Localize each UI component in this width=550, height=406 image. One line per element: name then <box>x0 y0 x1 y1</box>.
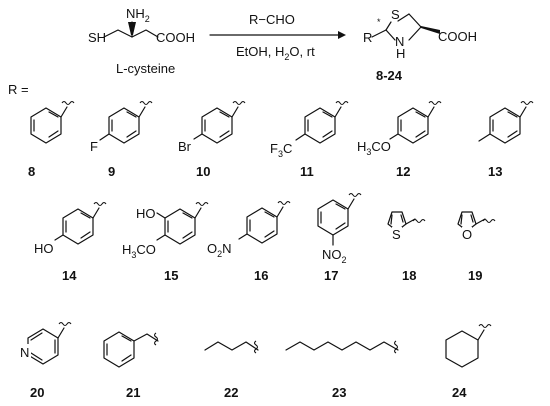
hydroxy-atom: HO <box>34 241 54 256</box>
compound-label: 18 <box>402 268 416 283</box>
l-cysteine-structure: SH NH2 COOH L-cysteine <box>88 6 195 76</box>
fluoro-atom: F <box>90 139 98 154</box>
ring-nitrogen-label: N <box>395 34 404 49</box>
pyridine-nitrogen: N <box>20 345 29 360</box>
compound-label: 17 <box>324 268 338 283</box>
substituent-15: HO H3CO 15 <box>122 201 209 283</box>
r-group-header: R = <box>8 82 29 97</box>
bromo-atom: Br <box>178 139 192 154</box>
substituent-14: HO 14 <box>34 201 107 283</box>
substituent-16: O2N 16 <box>207 200 291 283</box>
compound-label: 23 <box>332 385 346 400</box>
substituent-22: 22 <box>204 340 259 400</box>
compound-label: 24 <box>452 385 467 400</box>
compound-label: 11 <box>300 164 314 179</box>
compound-label: 9 <box>108 164 115 179</box>
substituent-21: 21 <box>103 331 159 400</box>
nitro-group: NO2 <box>322 247 347 265</box>
substituent-10: Br 10 <box>178 100 246 179</box>
compound-label: 13 <box>488 164 502 179</box>
compound-label: 8 <box>28 164 35 179</box>
trifluoromethyl-group: F3C <box>270 141 292 159</box>
substituent-13: 13 <box>478 100 534 179</box>
conditions-label: EtOH, H2O, rt <box>236 44 315 62</box>
methoxy-group: H3CO <box>357 139 391 157</box>
stereocenter-star: * <box>377 17 381 27</box>
reagent-label: R−CHO <box>249 12 295 27</box>
substituent-20: N 20 <box>19 321 72 400</box>
compound-label: 12 <box>396 164 410 179</box>
nitro-group: O2N <box>207 241 232 259</box>
compound-label: 10 <box>196 164 210 179</box>
substituent-12: H3CO 12 <box>357 100 442 179</box>
reaction-arrow: R−CHO EtOH, H2O, rt <box>209 12 346 62</box>
hydroxy-atom: HO <box>136 206 156 221</box>
thiophene-sulfur: S <box>392 227 401 242</box>
ring-nh-hydrogen: H <box>396 46 405 61</box>
reactant-name: L-cysteine <box>116 61 175 76</box>
substituent-11: F3C 11 <box>270 100 349 179</box>
compound-label: 15 <box>164 268 178 283</box>
compound-label: 14 <box>62 268 77 283</box>
compound-label: 21 <box>126 385 140 400</box>
substituent-9: F 9 <box>90 100 153 179</box>
methoxy-group: H3CO <box>122 242 156 260</box>
nh2-label: NH2 <box>126 6 150 24</box>
substituent-19: O 19 <box>457 211 496 283</box>
furan-oxygen: O <box>462 227 472 242</box>
substituent-18: S 18 <box>387 211 426 283</box>
product-cooh-label: COOH <box>438 29 477 44</box>
substituent-8: 8 <box>28 100 75 179</box>
compound-label: 19 <box>468 268 482 283</box>
compound-label: 20 <box>30 385 44 400</box>
reactant-cooh-label: COOH <box>156 30 195 45</box>
substituent-24: 24 <box>445 323 492 400</box>
sh-label: SH <box>88 30 106 45</box>
compound-label: 16 <box>254 268 268 283</box>
compound-label: 22 <box>224 385 238 400</box>
ring-sulfur-label: S <box>391 7 400 22</box>
thiazolidine-product: S N H R * COOH 8-24 <box>363 7 477 83</box>
substituent-23: 23 <box>285 340 399 400</box>
product-r-label: R <box>363 30 372 45</box>
substituent-17: NO2 17 <box>317 192 362 283</box>
product-compound-label: 8-24 <box>376 68 403 83</box>
